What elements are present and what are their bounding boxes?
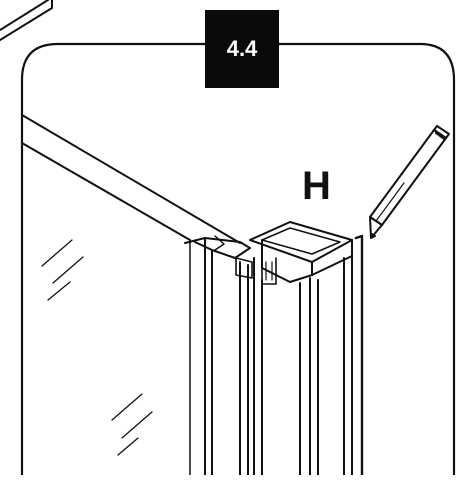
step-frame-right (277, 42, 456, 477)
pencil-icon (369, 125, 450, 239)
profile-h (249, 221, 364, 477)
step-frame (20, 42, 207, 477)
previous-step-fragment (0, 0, 53, 41)
part-label: H (302, 164, 331, 208)
glass-panel (21, 114, 241, 476)
step-number-badge: 4.4 (205, 10, 279, 88)
wall-profile (184, 235, 277, 476)
